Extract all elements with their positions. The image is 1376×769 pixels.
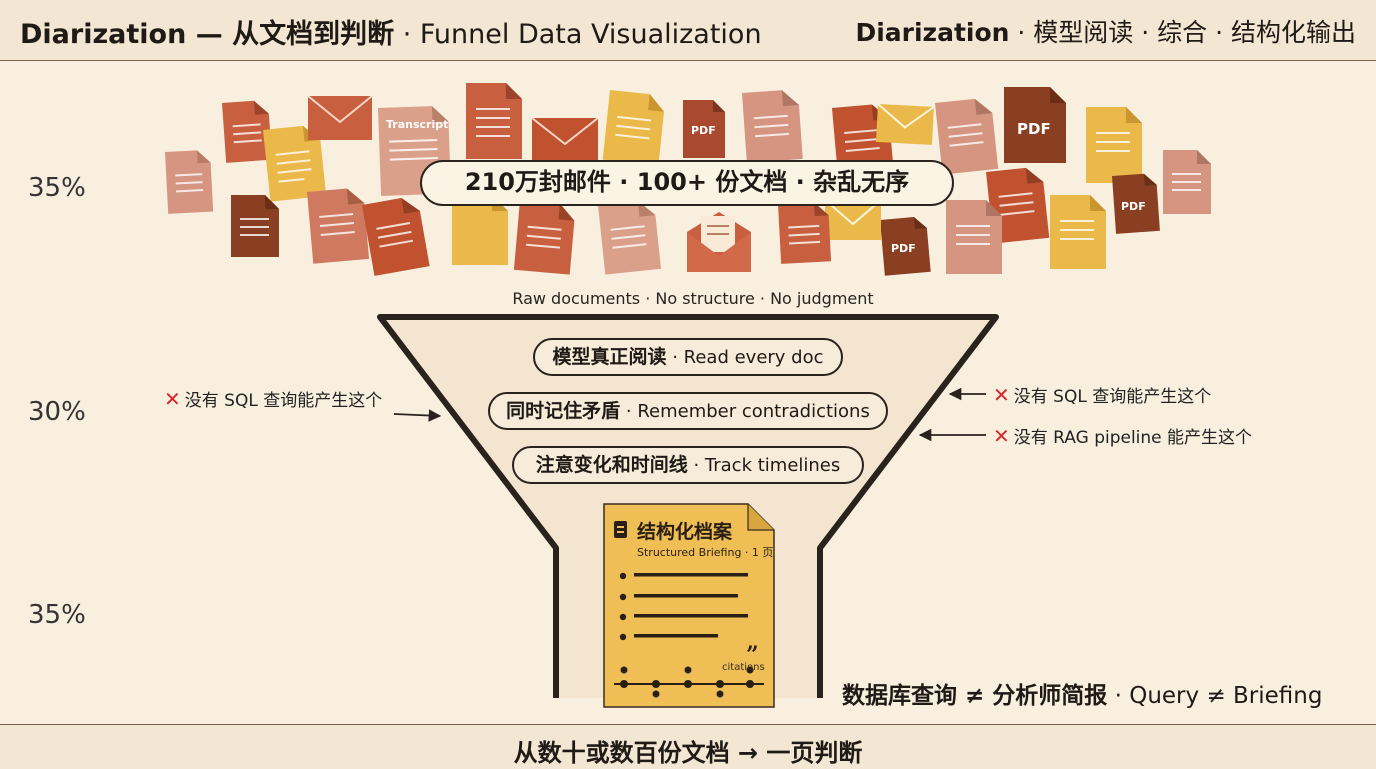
pdf-label: PDF (691, 124, 716, 137)
step-contradictions-en: · Remember contradictions (620, 401, 870, 422)
note-no-sql-right-text: 没有 SQL 查询能产生这个 (1013, 387, 1212, 407)
step-timelines-zh: 注意变化和时间线 (535, 454, 688, 476)
transcript-label: Transcript (386, 118, 449, 131)
header-bar: Diarization — 从文档到判断 · Funnel Data Visua… (0, 0, 1376, 61)
doc-icon (946, 200, 1002, 274)
envelope-icon (307, 95, 373, 140)
side-label-middle: 30% (28, 397, 86, 427)
note-no-sql-left: ✕没有 SQL 查询能产生这个 (164, 386, 382, 411)
step-timelines: 注意变化和时间线 · Track timelines (512, 446, 864, 484)
step-contradictions: 同时记住矛盾 · Remember contradictions (488, 392, 888, 430)
doc-icon (466, 83, 522, 159)
envelope-icon (531, 117, 599, 162)
step-timelines-en: · Track timelines (687, 455, 841, 476)
doc-icon (231, 195, 279, 257)
header-subtitle-rest: · 模型阅读 · 综合 · 结构化输出 (1009, 18, 1356, 47)
raw-caption: Raw documents · No structure · No judgme… (512, 289, 874, 308)
document-pile (165, 83, 1211, 276)
briefing-subtitle: Structured Briefing · 1 页 (637, 546, 774, 559)
page-title: Diarization — 从文档到判断 · Funnel Data Visua… (20, 12, 762, 51)
doc-icon (222, 100, 273, 163)
query-vs-briefing-en: · Query ≠ Briefing (1107, 683, 1323, 709)
note-no-rag: ✕没有 RAG pipeline 能产生这个 (993, 423, 1252, 448)
bullet-list (619, 572, 748, 641)
doc-icon (1086, 107, 1142, 183)
clipboard-icon (614, 521, 627, 538)
doc-icon (1050, 195, 1106, 269)
note-no-rag-text: 没有 RAG pipeline 能产生这个 (1013, 428, 1253, 448)
briefing-document (603, 503, 775, 708)
doc-icon (513, 200, 575, 275)
doc-icon (362, 198, 430, 276)
citations-label: citations (722, 662, 765, 673)
step-read-en: · Read every doc (666, 347, 824, 368)
doc-icon (935, 98, 999, 175)
page-title-bold: Diarization — 从文档到判断 (20, 19, 395, 50)
funnel-outline (377, 314, 999, 698)
page-title-rest: · Funnel Data Visualization (394, 19, 762, 50)
pdf-doc-icon (1112, 173, 1160, 234)
header-subtitle: Diarization · 模型阅读 · 综合 · 结构化输出 (855, 13, 1356, 49)
pdf-label: PDF (891, 242, 916, 255)
footer-bar: 从数十或数百份文档 → 一页判断 (0, 724, 1376, 769)
cross-icon: ✕ (993, 383, 1010, 407)
left-arrow (393, 409, 442, 422)
doc-icon (778, 202, 832, 264)
doc-icon (598, 200, 662, 275)
pdf-doc-icon (683, 100, 725, 158)
timeline (614, 666, 764, 698)
footer-text: 从数十或数百份文档 → 一页判断 (513, 739, 863, 767)
doc-icon (307, 188, 370, 264)
query-vs-briefing: 数据库查询 ≠ 分析师简报 · Query ≠ Briefing (842, 676, 1322, 710)
step-contradictions-zh: 同时记住矛盾 (506, 400, 621, 422)
doc-icon (1163, 150, 1211, 214)
note-no-sql-left-text: 没有 SQL 查询能产生这个 (184, 391, 383, 411)
header-subtitle-bold: Diarization (855, 18, 1010, 47)
step-read-zh: 模型真正阅读 (552, 346, 667, 368)
step-read: 模型真正阅读 · Read every doc (533, 338, 843, 376)
cross-icon: ✕ (993, 424, 1010, 448)
side-label-bottom: 35% (28, 600, 86, 630)
briefing-title: 结构化档案 (637, 521, 733, 543)
note-no-sql-right: ✕没有 SQL 查询能产生这个 (993, 382, 1211, 407)
open-envelope-icon (687, 212, 751, 272)
pdf-doc-icon (1004, 87, 1066, 163)
envelope-icon (824, 199, 882, 240)
cross-icon: ✕ (164, 387, 181, 411)
doc-icon (742, 90, 803, 163)
input-banner: 210万封邮件 · 100+ 份文档 · 杂乱无序 (420, 160, 954, 206)
query-vs-briefing-zh: 数据库查询 ≠ 分析师简报 (842, 683, 1108, 709)
envelope-icon (876, 103, 935, 145)
pdf-label: PDF (1121, 200, 1146, 213)
pdf-doc-icon (880, 217, 931, 276)
side-label-top: 35% (28, 173, 86, 203)
doc-icon (165, 150, 214, 214)
doc-icon (602, 90, 665, 166)
quote-icon: ” (746, 642, 759, 668)
pdf-label: PDF (1017, 120, 1051, 138)
